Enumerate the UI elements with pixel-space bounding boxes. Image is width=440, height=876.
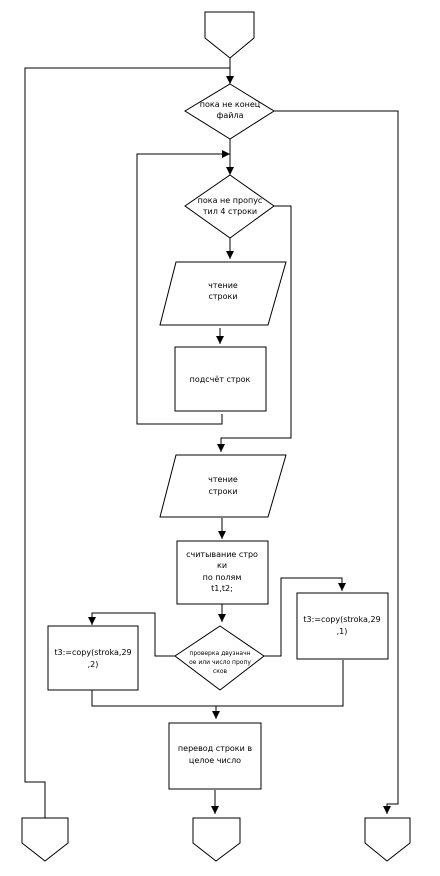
arrowhead [226,167,234,175]
arrowhead [226,251,234,259]
arrowhead [88,617,96,625]
loop-not-eof-line-2: файла [217,111,244,120]
read-line-input-2 [159,454,287,518]
read-line-2-line-1: чтение [208,475,238,484]
loop-not-eof-decision [184,83,275,140]
arrowhead [217,444,225,452]
read-line-2-line-2: строки [208,487,237,496]
assign-t3-right-line-2: ,1) [337,627,348,636]
arrowhead [226,76,234,84]
arrowhead [212,711,220,719]
loop-not-eof-line-1: пока не конец [200,100,261,109]
loop-skip-four-line-1: пока не пропус [198,196,263,205]
count-lines-label: подсчёт строк [190,375,251,384]
convert-line-2: целое число [189,756,241,765]
arrowhead [222,150,230,158]
convert-line-1: перевод строки в [178,744,252,753]
arrowhead [383,806,391,814]
arrowhead [218,614,226,622]
check-digits-line-3: сков [213,668,228,675]
offpage-connector-bottom-left [21,817,69,862]
offpage-connector-bottom-center [192,817,241,862]
arrowhead [216,336,224,344]
convert-to-integer-process [168,722,262,790]
check-digits-line-2: ое или число пропу [189,659,251,666]
arrowhead [338,583,346,591]
read-fields-process [176,540,269,605]
offpage-connector-top [204,11,255,59]
assign-t3-left-process [47,625,139,691]
loop-skip-four-decision [184,174,275,239]
assign-t3-right-line-1: t3:=copy(stroka,29 [303,615,380,624]
connector-check-right [262,577,343,657]
arrowhead [218,531,226,539]
offpage-connector-bottom-right [364,817,411,862]
connector-outer-loop-back [24,67,230,835]
assign-t3-left-line-2: ,2) [88,660,99,669]
loop-skip-four-line-2: тил 4 строки [203,207,257,216]
assign-t3-right-process [296,592,389,660]
read-fields-line-1: считывание стро [186,550,258,559]
arrowhead [211,806,219,814]
assign-t3-left-line-1: t3:=copy(stroka,29 [54,648,131,657]
read-fields-line-2: ки [217,561,227,570]
connector-left-merge [91,660,344,707]
read-line-1-line-1: чтение [208,281,238,290]
check-digits-line-1: проверка двузначн [189,650,250,657]
connector-lines [24,57,399,835]
connector-loop2-exit [220,205,292,452]
read-line-1-line-2: строки [208,292,237,301]
count-lines-process [174,346,267,412]
read-fields-line-4: t1,t2; [211,584,233,593]
read-fields-line-3: по полям [203,573,242,582]
connector-eof-exit [274,110,399,814]
connector-inner-loop-back [136,153,230,425]
connector-arrowheads [88,76,391,814]
read-line-input-1 [159,261,287,326]
check-digits-decision [174,625,265,691]
